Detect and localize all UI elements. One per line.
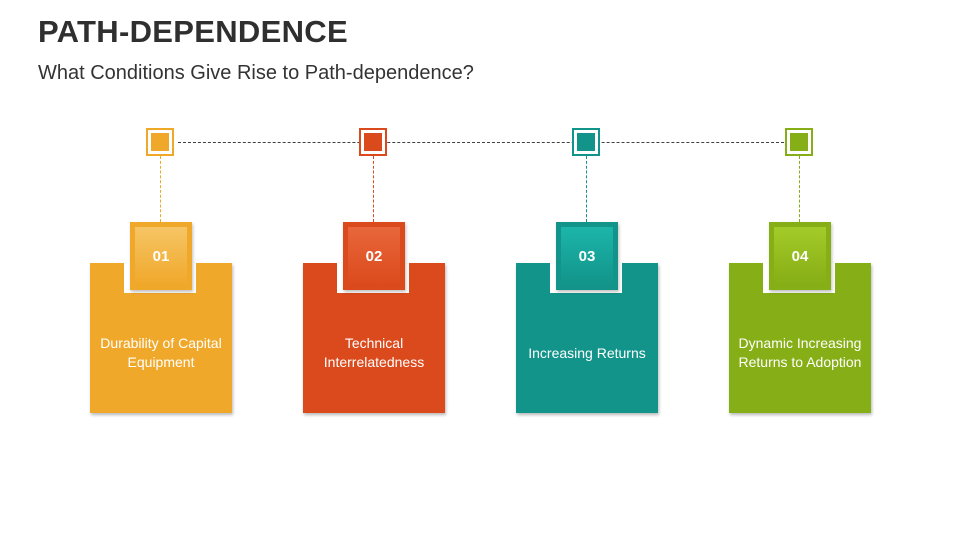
number-badge-label-3: 03 <box>561 227 613 285</box>
timeline-marker-2 <box>359 128 387 156</box>
step-label-2: Technical Interrelatedness <box>323 335 425 370</box>
number-badge-label-4: 04 <box>774 227 826 285</box>
timeline-marker-4 <box>785 128 813 156</box>
timeline-marker-3 <box>572 128 600 156</box>
step-label-3: Increasing Returns <box>528 344 646 361</box>
step-label-1: Durability of Capital Equipment <box>100 335 222 370</box>
slide-subtitle: What Conditions Give Rise to Path-depend… <box>38 62 474 84</box>
number-badge-1: 01 <box>130 222 192 290</box>
timeline-connector <box>178 142 784 143</box>
step-label-4: Dynamic Increasing Returns to Adoption <box>738 335 862 370</box>
number-badge-label-1: 01 <box>135 227 187 285</box>
marker-connector-1 <box>160 156 161 222</box>
slide-title: PATH-DEPENDENCE <box>38 14 348 49</box>
timeline-marker-1 <box>146 128 174 156</box>
marker-connector-3 <box>586 156 587 222</box>
number-badge-2: 02 <box>343 222 405 290</box>
number-badge-4: 04 <box>769 222 831 290</box>
marker-connector-4 <box>799 156 800 222</box>
marker-connector-2 <box>373 156 374 222</box>
number-badge-label-2: 02 <box>348 227 400 285</box>
number-badge-3: 03 <box>556 222 618 290</box>
